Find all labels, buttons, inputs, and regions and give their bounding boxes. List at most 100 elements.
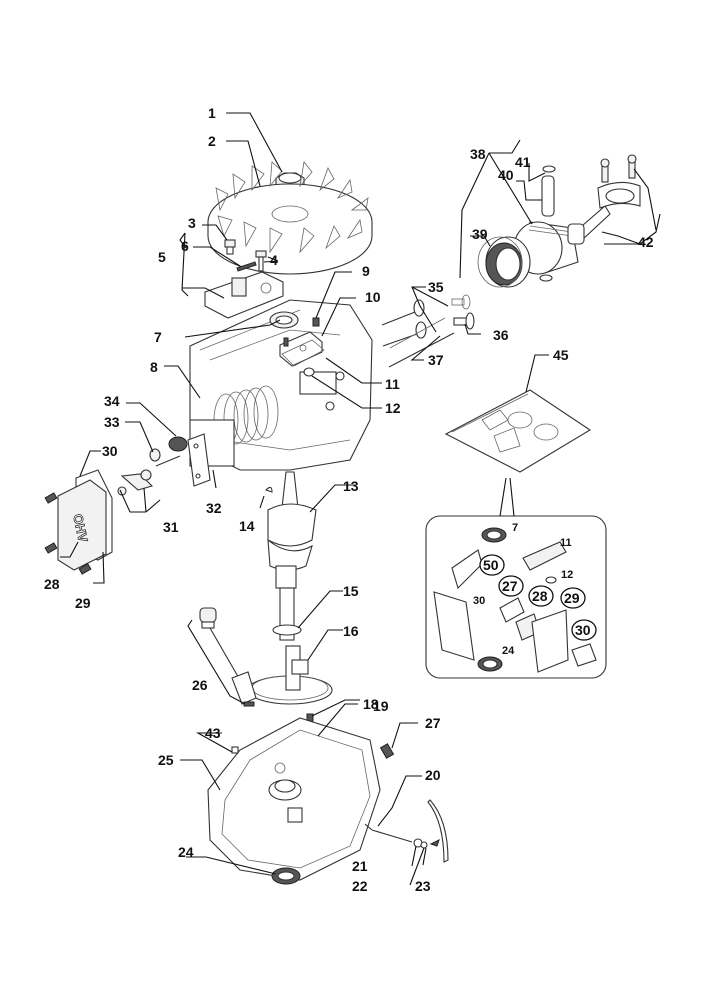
callout-7: 7 [154, 329, 162, 345]
bracket-5[interactable] [204, 271, 284, 319]
callout-24: 24 [178, 844, 194, 860]
kit-label-30: 30 [473, 595, 485, 607]
kit-gasket-30[interactable] [433, 591, 475, 661]
callout-15: 15 [343, 583, 359, 599]
flywheel[interactable] [207, 161, 373, 275]
callout-36: 36 [493, 327, 509, 343]
screw-4[interactable] [255, 250, 267, 272]
gasket-kit-bag-45[interactable] [444, 389, 592, 473]
dipstick-26[interactable] [199, 607, 257, 707]
callout-14: 14 [239, 518, 255, 534]
valve-12[interactable] [303, 367, 315, 377]
callout-37: 37 [428, 352, 444, 368]
kit-label-7: 7 [512, 522, 518, 534]
callout-10: 10 [365, 289, 381, 305]
callout-8: 8 [150, 359, 158, 375]
callout-6: 6 [181, 238, 189, 254]
gasket-kit-detail-box: 7 11 12 30 24 50 27 28 29 30 [425, 477, 607, 679]
callout-9: 9 [362, 263, 370, 279]
callout-16: 16 [343, 623, 359, 639]
kit-label-11: 11 [560, 537, 572, 549]
kit-circled-29: 29 [560, 587, 586, 609]
spring-6[interactable] [236, 261, 257, 272]
o-ring-15[interactable] [272, 624, 302, 636]
svg-text:50: 50 [483, 557, 499, 573]
callout-20: 20 [425, 767, 441, 783]
camshaft-16[interactable] [247, 645, 333, 705]
crankcase-cover-25[interactable] [207, 717, 381, 881]
callout-35: 35 [428, 279, 444, 295]
kit-circled-30: 30 [571, 619, 597, 641]
callout-38: 38 [470, 146, 486, 162]
oil-seal-7[interactable] [269, 311, 299, 329]
callout-21: 21 [352, 858, 368, 874]
woodruff-key-14[interactable] [264, 486, 273, 493]
callout-29: 29 [75, 595, 91, 611]
crankshaft-13[interactable] [267, 471, 317, 641]
callout-4: 4 [270, 252, 278, 268]
dowel-43[interactable] [231, 746, 239, 754]
piston-rings-39[interactable] [477, 236, 531, 288]
rocker-31[interactable] [117, 455, 181, 496]
kit-gasket-30b[interactable] [571, 643, 597, 667]
pin-22[interactable] [420, 841, 428, 849]
piston-pin-clip-41[interactable] [542, 165, 556, 173]
screw-9[interactable] [312, 317, 320, 327]
kit-gasket-27[interactable] [499, 597, 525, 623]
svg-text:29: 29 [564, 590, 580, 606]
kit-seal-7[interactable] [481, 527, 507, 543]
leader-lines [60, 112, 661, 886]
push-rod-37[interactable] [388, 332, 455, 368]
head-gasket-32[interactable] [187, 433, 211, 487]
clip-lower[interactable] [539, 274, 553, 282]
kit-gasket-29[interactable] [531, 609, 569, 673]
engine-block-8[interactable] [189, 299, 373, 471]
callout-32: 32 [206, 500, 222, 516]
callout-28: 28 [44, 576, 60, 592]
retainer-33[interactable] [149, 448, 161, 462]
callout-41: 41 [515, 154, 531, 170]
governor-shaft-20[interactable] [364, 823, 413, 843]
connecting-rod-42[interactable] [567, 154, 641, 245]
svg-text:28: 28 [532, 588, 548, 604]
callout-33: 33 [104, 414, 120, 430]
valves-35[interactable] [381, 299, 446, 349]
callout-27: 27 [425, 715, 441, 731]
kit-seal-24[interactable] [477, 656, 503, 672]
callout-23: 23 [415, 878, 431, 894]
callout-43: 43 [205, 725, 221, 741]
callout-1: 1 [208, 105, 216, 121]
callout-19-label: 19 [373, 698, 389, 714]
tappet-36[interactable] [451, 294, 475, 330]
callout-25: 25 [158, 752, 174, 768]
callout-labels: 1 2 3 4 5 6 7 8 9 10 11 12 13 14 15 16 1… [44, 105, 654, 894]
piston-pin-40[interactable] [541, 175, 555, 217]
callout-30: 30 [102, 443, 118, 459]
gasket-11[interactable] [281, 339, 325, 367]
callout-12: 12 [385, 400, 401, 416]
callout-26: 26 [192, 677, 208, 693]
kit-circled-28: 28 [528, 585, 554, 607]
kit-gasket-11[interactable] [522, 541, 567, 571]
callout-42: 42 [638, 234, 654, 250]
kit-circled-27: 27 [498, 575, 524, 597]
valve-cover-29[interactable]: OHV [57, 479, 107, 571]
spring-34[interactable] [168, 436, 188, 452]
cover-screws-28[interactable] [44, 492, 92, 575]
kit-valve-12[interactable] [545, 576, 557, 584]
clip-23[interactable] [429, 839, 440, 847]
screw-27[interactable] [379, 743, 395, 759]
governor-arm[interactable] [427, 799, 449, 863]
callout-40: 40 [498, 167, 514, 183]
oil-seal-24[interactable] [271, 867, 301, 885]
callout-11: 11 [385, 376, 400, 392]
callout-13: 13 [343, 478, 359, 494]
svg-text:27: 27 [502, 578, 518, 594]
ohv-text: OHV [70, 513, 91, 544]
kit-circled-50: 50 [479, 554, 505, 576]
callout-5: 5 [158, 249, 166, 265]
callout-18: 18 [363, 696, 379, 712]
screw-3[interactable] [224, 239, 236, 255]
svg-text:30: 30 [575, 622, 591, 638]
